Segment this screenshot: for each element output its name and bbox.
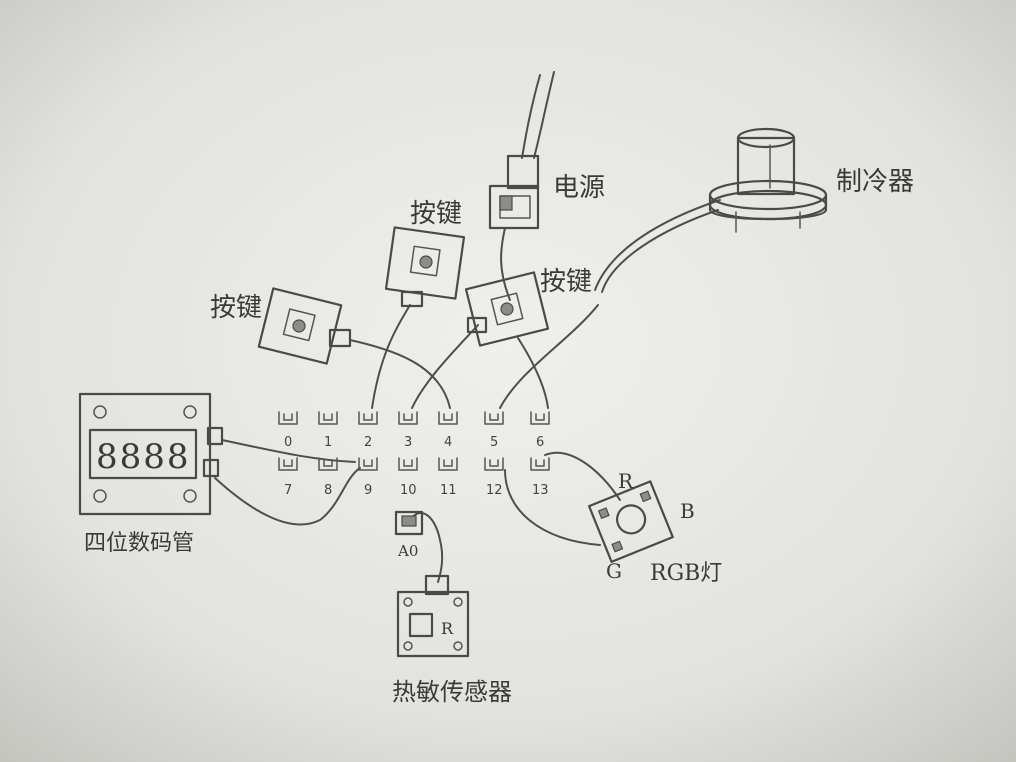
port-2: 2 [358, 411, 378, 450]
port-6: 6 [530, 411, 550, 450]
port-label-9: 9 [364, 483, 372, 498]
port-label-13: 13 [532, 483, 549, 498]
power-module: 电源 [488, 154, 605, 230]
port-4: 4 [438, 411, 458, 450]
rgb-label: RGB灯 [650, 561, 722, 586]
cooler-label: 制冷器 [836, 167, 914, 197]
port-3: 3 [398, 411, 418, 450]
button-left-label: 按键 [210, 293, 262, 323]
port-label-2: 2 [364, 435, 372, 450]
port-label-3: 3 [404, 435, 412, 450]
port-label-4: 4 [444, 435, 452, 450]
display-label: 四位数码管 [84, 531, 194, 556]
rgb-pin-b: B [680, 499, 695, 523]
thermistor-module: A0 R 热敏传感器 [392, 510, 512, 706]
port-label-0: 0 [284, 435, 292, 450]
port-label-6: 6 [536, 435, 544, 450]
port-label-8: 8 [324, 483, 332, 498]
port-11: 11 [438, 457, 458, 498]
port-label-10: 10 [400, 483, 417, 498]
button-module-top: 按键 [384, 199, 466, 308]
display-digits: 8888 [96, 437, 191, 477]
port-label-1: 1 [324, 435, 332, 450]
button-right-label: 按键 [540, 267, 592, 297]
button-top-label: 按键 [410, 199, 462, 229]
rgb-pin-g: G [606, 559, 622, 583]
four-digit-display: 8888 四位数码管 [78, 392, 224, 556]
port-10: 10 [398, 457, 418, 498]
port-label-11: 11 [440, 483, 457, 498]
port-12: 12 [484, 457, 504, 498]
thermistor-pin-label: A0 [397, 542, 418, 560]
port-label-12: 12 [486, 483, 503, 498]
button-module-left: 按键 [210, 287, 352, 365]
rgb-led-module [587, 480, 674, 563]
thermistor-mark: R [441, 619, 454, 638]
rgb-pin-r: R [618, 469, 634, 493]
port-label-5: 5 [490, 435, 498, 450]
wires [214, 71, 721, 583]
button-module-right: 按键 [464, 267, 592, 347]
port-8: 8 [318, 457, 338, 498]
port-9: 9 [358, 457, 378, 498]
cooler-module: 制冷器 [708, 127, 914, 233]
port-1: 1 [318, 411, 338, 450]
port-0: 0 [278, 411, 298, 450]
port-label-7: 7 [284, 483, 292, 498]
thermistor-label: 热敏传感器 [392, 678, 512, 706]
port-5: 5 [484, 411, 504, 450]
port-7: 7 [278, 457, 298, 498]
port-13: 13 [530, 457, 550, 498]
power-label: 电源 [553, 173, 605, 203]
